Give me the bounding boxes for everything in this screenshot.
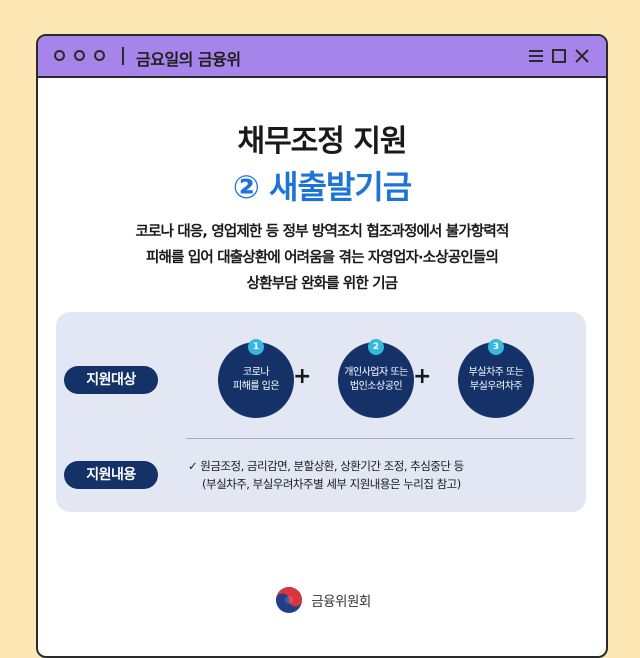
maximize-icon[interactable] — [551, 48, 567, 64]
check-icon: ✓ — [188, 459, 198, 473]
window-dot-icon[interactable] — [74, 50, 85, 61]
menu-icon[interactable] — [528, 48, 544, 64]
target-text: 법인소상공인 — [349, 381, 403, 392]
target-text: 부실차주 또는 — [468, 367, 524, 378]
target-text: 부실우려차주 — [469, 381, 523, 392]
page-subtitle: ② 새출발기금 — [232, 168, 412, 206]
description-line: 상환부담 완화를 위한 기금 — [246, 276, 398, 292]
government-logo-icon — [276, 587, 303, 613]
target-text: 코로나 — [242, 367, 270, 378]
support-text: 원금조정, 금리감면, 분할상환, 상환기간 조정, 추심중단 등 — [200, 459, 464, 473]
number-badge: 3 — [488, 339, 504, 355]
support-content-line: ✓ 원금조정, 금리감면, 분할상환, 상환기간 조정, 추심중단 등 — [188, 458, 464, 474]
target-circle-2: 개인사업자 또는 법인소상공인 — [338, 342, 414, 418]
window-dot-icon[interactable] — [94, 50, 105, 61]
plus-icon: + — [293, 364, 312, 389]
window-title: 금요일의 금융위 — [136, 50, 241, 69]
page-title: 채무조정 지원 — [237, 124, 407, 159]
title-bar: 금요일의 금융위 — [38, 36, 606, 78]
number-badge: 1 — [248, 339, 264, 355]
close-icon[interactable] — [574, 48, 590, 64]
browser-window: 금요일의 금융위 채무조정 지원 ② 새출발기금 코로나 대응, 영업제한 등 … — [36, 34, 608, 658]
description-line: 피해를 입어 대출상환에 어려움을 겪는 자영업자·소상공인들의 — [146, 250, 499, 266]
support-label-pill: 지원내용 — [64, 461, 158, 489]
description-line: 코로나 대응, 영업제한 등 정부 방역조치 협조과정에서 불가항력적 — [135, 224, 509, 240]
window-dot-icon[interactable] — [54, 50, 65, 61]
panel-divider — [186, 438, 574, 439]
target-label-pill: 지원대상 — [64, 366, 158, 394]
target-text: 피해를 입은 — [232, 381, 280, 392]
footer-org-name: 금융위원회 — [311, 594, 371, 610]
number-badge: 2 — [368, 339, 384, 355]
title-divider — [122, 47, 124, 65]
footer: 금융위원회 — [38, 584, 606, 616]
plus-icon: + — [413, 364, 432, 389]
target-text: 개인사업자 또는 — [344, 367, 408, 378]
info-panel: 지원대상 코로나 피해를 입은 1 + 개인사업자 또는 법인소상공인 2 + … — [56, 312, 586, 512]
support-note-line: (부실차주, 부실우려차주별 세부 지원내용은 누리집 참고) — [202, 477, 461, 491]
